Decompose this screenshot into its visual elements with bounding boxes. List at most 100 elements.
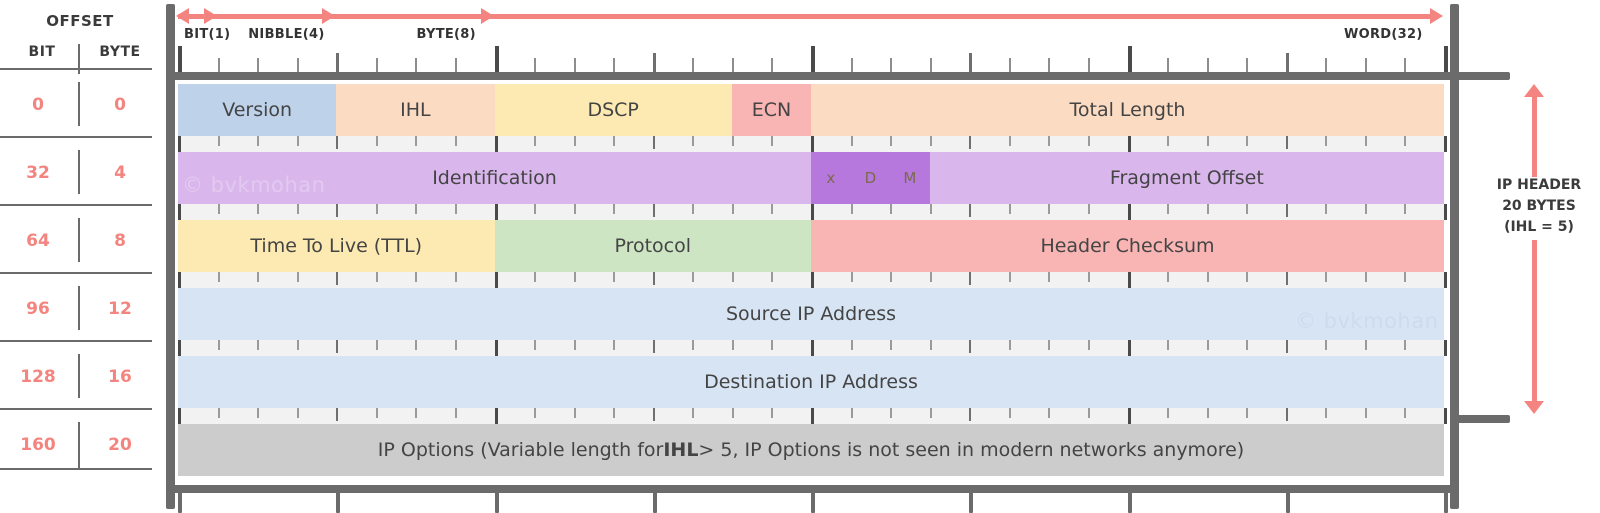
ruler-tick: [890, 340, 893, 350]
offset-row-divider: [0, 68, 152, 70]
scale-label: BYTE(8): [416, 27, 476, 42]
ruler-tick: [296, 136, 299, 146]
field-label: Version: [222, 99, 293, 121]
offset-byte-value: 12: [108, 299, 132, 319]
ruler-tick: [1444, 136, 1447, 152]
ruler-tick: [1246, 408, 1249, 418]
ruler-tick: [217, 58, 220, 72]
ruler-tick: [1167, 136, 1170, 146]
ruler-tick: [811, 340, 814, 356]
offset-bit-value: 0: [32, 95, 44, 115]
ruler-tick: [573, 204, 576, 214]
offset-header-separator: [78, 44, 80, 74]
ruler-tick: [929, 204, 932, 214]
header-size-arrow-down: [1524, 401, 1544, 414]
ruler-tick: [1048, 204, 1051, 214]
byte-ruler-tick: [1444, 489, 1448, 513]
header-size-arrow-up: [1524, 84, 1544, 97]
ruler-tick: [1048, 340, 1051, 350]
ruler-tick: [929, 272, 932, 282]
field-label: Fragment Offset: [1109, 167, 1264, 189]
ruler-tick: [1008, 136, 1011, 146]
ruler-tick: [178, 46, 182, 72]
ruler-tick: [573, 136, 576, 146]
field-dscp: DSCP: [494, 84, 732, 136]
ruler-tick: [929, 136, 932, 146]
ruler-tick: [771, 340, 774, 350]
ruler-tick: [217, 340, 220, 350]
field-label-text: > 5, IP Options is not seen in modern ne…: [698, 439, 1245, 461]
scale-label: NIBBLE(4): [248, 27, 325, 42]
offset-bit-value: 32: [26, 163, 50, 183]
ruler-tick: [1087, 58, 1090, 72]
bracket-rail-top: [1450, 72, 1510, 80]
ruler-tick: [731, 204, 734, 214]
byte-ruler-tick: [494, 489, 499, 513]
ruler-tick: [613, 272, 616, 282]
ruler-tick: [1325, 204, 1328, 214]
offset-column-separator: [78, 150, 80, 194]
ruler-tick: [731, 136, 734, 146]
ruler-tick: [375, 204, 378, 214]
ruler-tick: [296, 340, 299, 350]
offset-row-divider: [0, 340, 152, 342]
ruler-tick: [731, 408, 734, 418]
field-d: D: [850, 152, 891, 204]
ruler-tick: [454, 58, 457, 72]
ruler-tick: [494, 272, 498, 288]
ruler-tick: [257, 340, 260, 350]
ruler-tick: [811, 408, 814, 424]
ruler-tick: [534, 136, 537, 146]
offset-bit-value: 64: [26, 231, 50, 251]
offset-row-divider: [0, 136, 152, 138]
ruler-tick: [613, 58, 616, 72]
field-m: M: [890, 152, 930, 204]
byte-ruler-tick: [178, 489, 182, 513]
ruler-tick: [1325, 408, 1328, 418]
ruler-tick: [1048, 58, 1051, 72]
ruler-tick: [1008, 58, 1011, 72]
ruler-tick: [217, 204, 220, 214]
ruler-tick: [1325, 58, 1328, 72]
side-note-line1: IP HEADER: [1496, 177, 1582, 193]
ruler-tick: [969, 136, 972, 149]
ruler-tick: [1048, 408, 1051, 418]
field-label: Time To Live (TTL): [250, 235, 423, 257]
ruler-tick: [1444, 204, 1447, 220]
ruler-tick: [1364, 136, 1367, 146]
ruler-tick: [652, 136, 655, 149]
ruler-tick: [613, 136, 616, 146]
ruler-tick: [217, 408, 220, 418]
ruler-tick: [1404, 408, 1407, 418]
ruler-tick: [771, 58, 774, 72]
offset-table-header-row: BIT BYTE: [0, 44, 160, 76]
ruler-tick: [494, 340, 498, 356]
ruler-tick: [1444, 408, 1447, 424]
ruler-tick: [1325, 136, 1328, 146]
ruler-tick: [257, 204, 260, 214]
ruler-tick: [1087, 408, 1090, 418]
ruler-tick: [415, 272, 418, 282]
ruler-tick: [850, 408, 853, 418]
ruler-tick: [494, 408, 498, 424]
ruler-tick: [534, 340, 537, 350]
field-label: IHL: [400, 99, 431, 121]
ruler-tick: [534, 272, 537, 282]
field-label: Total Length: [1069, 99, 1186, 121]
ruler-tick: [375, 408, 378, 418]
ruler-tick: [1285, 272, 1288, 285]
ruler-tick: [1167, 204, 1170, 214]
field-source-ip-address: Source IP Address: [178, 288, 1444, 340]
offset-bit-value: 96: [26, 299, 50, 319]
ruler-tick: [890, 136, 893, 146]
ruler-tick: [613, 204, 616, 214]
ruler-tick: [454, 204, 457, 214]
ruler-tick: [652, 204, 655, 217]
ruler-tick: [850, 204, 853, 214]
frame-rail-right: [1450, 4, 1459, 509]
offset-table-title: OFFSET: [46, 12, 114, 30]
ruler-tick: [1404, 340, 1407, 350]
offset-row-divider: [0, 272, 152, 274]
